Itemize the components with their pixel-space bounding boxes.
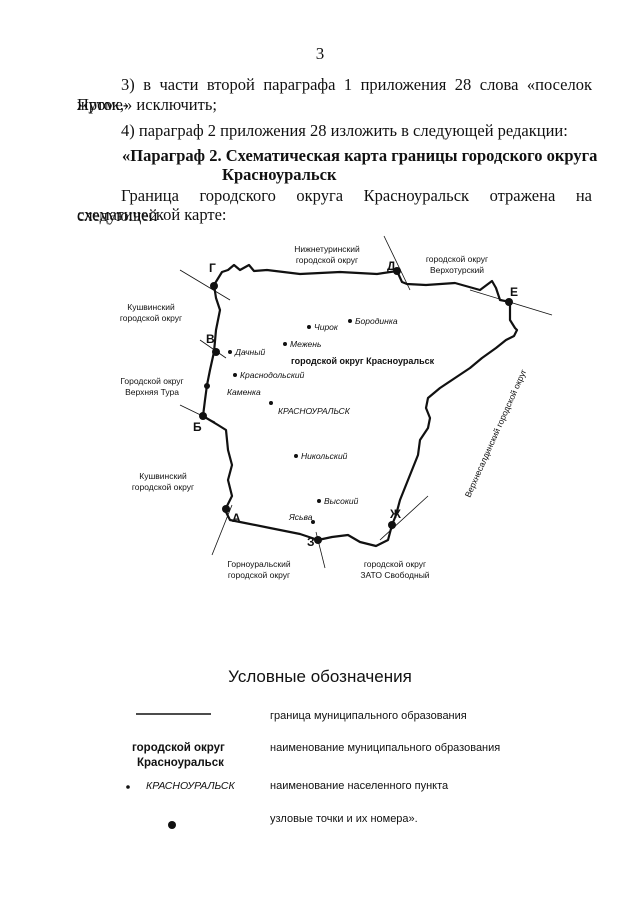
settlement-krasnodolsky-marker [233,373,237,377]
settlement-yasva-marker [311,520,315,524]
neighbor-gornouralsky-line2: городской округ [228,570,290,580]
legend-node-sample [168,821,176,829]
node-e-point [505,298,513,306]
settlement-nikolsky: Никольский [301,451,348,461]
neighbor-verkhotursky-line1: городской округ [426,254,488,264]
neighbor-nizhneturinsky-line2: городской округ [296,255,358,265]
settlement-dachny: Дачный [234,347,265,357]
node-d-label: Д [387,259,396,273]
city-name: КРАСНОУРАЛЬСК [278,406,351,416]
settlement-vysokiy: Высокий [324,496,359,506]
city-marker [269,401,273,405]
page-number: 3 [315,44,325,63]
node-b-line [179,404,216,423]
node-a-line [211,504,233,556]
settlement-borodinka: Бородинка [355,316,398,326]
settlement-mezhen: Межень [290,339,321,349]
neighbor-zato-line2: ЗАТО Свободный [360,570,429,580]
neighbor-verkhnyaya-tura-line2: Верхняя Тура [125,387,179,397]
node-g-point [210,282,218,290]
map-intro-line1: Граница городского округа Красноуральск … [77,186,592,225]
node-e-label: Е [510,285,518,299]
settlement-nikolsky-marker [294,454,298,458]
neighbor-verkhnesaldinsky: Верхнесалдинский городской округ [463,368,529,499]
settlement-dachny-marker [228,350,232,354]
node-g-label: Г [209,261,216,275]
neighbor-verkhotursky-line2: Верхотурский [430,265,484,275]
legend-settlement-sample: КРАСНОУРАЛЬСК [146,780,235,792]
node-b-point [199,412,207,420]
node-d-point [393,267,401,275]
node-v-line [199,339,227,359]
legend-settlement-label: наименование населенного пункта [270,780,449,792]
legend-name-sample-line1: городской округ [132,742,225,754]
section-heading-line1: «Параграф 2. Схематическая карта границы… [122,146,598,165]
node-b-label: Б [193,420,202,434]
paragraph-3-line1: 3) в части второй параграфа 1 приложения… [77,75,592,114]
legend-node-label: узловые точки и их номера». [270,813,418,825]
section-heading-line2: Красноуральск [222,165,337,184]
neighbor-nizhneturinsky-line1: Нижнетуринский [294,244,360,254]
neighbor-verkhnyaya-tura-line1: Городской округ [120,376,183,386]
settlement-yasva: Ясьва [288,512,313,522]
paragraph-4: 4) параграф 2 приложения 28 изложить в с… [121,121,568,140]
legend-settlement-dot [126,785,130,789]
node-z-label: З [307,535,315,549]
neighbor-kushvinsky-top-line1: Кушвинский [127,302,175,312]
node-zh-line [379,495,429,541]
legend-boundary-label: граница муниципального образования [270,710,467,722]
node-z-point [314,536,322,544]
legend-name-label: наименование муниципального образования [270,742,501,754]
node-a-point [222,505,230,513]
node-v-label: В [206,332,215,346]
node-d-line [383,235,411,291]
settlement-borodinka-marker [348,319,352,323]
neighbor-kushvinsky-bottom-line1: Кушвинский [139,471,187,481]
legend-title: Условные обозначения [228,667,412,686]
settlement-krasnodolsky: Краснодольский [240,370,305,380]
settlement-chirok-marker [307,325,311,329]
district-name: городской округ Красноуральск [291,356,435,366]
node-v-point [212,348,220,356]
legend-name-sample-line2: Красноуральск [137,757,224,769]
paragraph-3-line2: жуток,» исключить; [77,95,217,114]
node-zh-label: Ж [389,507,401,521]
municipal-boundary [201,263,519,548]
map-intro-line2: схематической карте: [77,205,227,224]
settlement-kamenka: Каменка [227,387,261,397]
neighbor-kushvinsky-bottom-line2: городской округ [132,482,194,492]
neighbor-zato-line1: городской округ [364,559,426,569]
node-zh-point [388,521,396,529]
settlement-mezhen-marker [283,342,287,346]
boundary-point [204,383,210,389]
settlement-chirok: Чирок [314,322,339,332]
settlement-vysokiy-marker [317,499,321,503]
node-g-line [179,269,231,301]
node-a-label: А [232,511,241,525]
neighbor-gornouralsky-line1: Горноуральский [227,559,291,569]
neighbor-kushvinsky-top-line2: городской округ [120,313,182,323]
